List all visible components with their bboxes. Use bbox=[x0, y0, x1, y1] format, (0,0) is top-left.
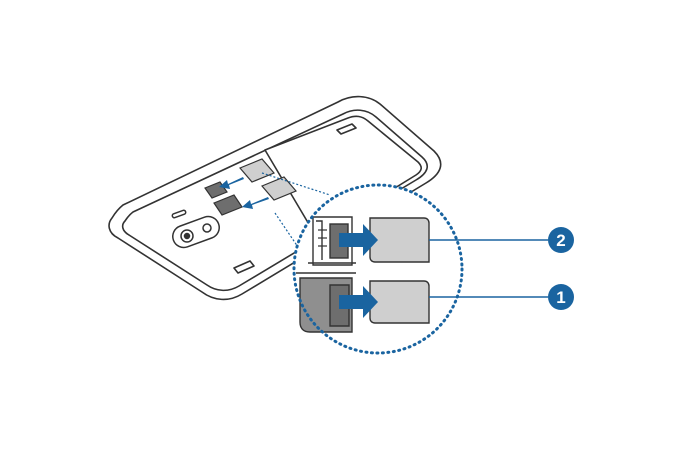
callout-2-number: 2 bbox=[556, 231, 565, 250]
upper-tray-pins bbox=[318, 229, 327, 247]
zoom-detail bbox=[292, 183, 464, 355]
sensor-slot bbox=[171, 209, 187, 219]
callout-1-number: 1 bbox=[556, 288, 565, 307]
zoom-circle-outline bbox=[292, 183, 464, 355]
camera-flash bbox=[202, 223, 212, 233]
arrow-right-icon bbox=[219, 177, 244, 189]
camera-module bbox=[171, 209, 220, 249]
callout-1: 1 bbox=[429, 284, 574, 310]
arrow-right-icon bbox=[242, 197, 269, 209]
sim-cards bbox=[369, 217, 430, 324]
arrow-right-icon bbox=[339, 224, 378, 256]
zoom-insert-arrows bbox=[339, 224, 378, 318]
callout-2: 2 bbox=[429, 227, 574, 253]
upper-tray-frame bbox=[308, 220, 356, 264]
camera-lens-inner bbox=[183, 232, 191, 240]
sim-card-2 bbox=[369, 217, 430, 263]
zoom-guide-line-bottom bbox=[274, 212, 301, 251]
small-sim-card-upper bbox=[239, 158, 275, 183]
side-button-bottom bbox=[233, 260, 255, 274]
side-button-top bbox=[336, 123, 357, 135]
small-sim-card-lower bbox=[261, 176, 297, 201]
numbered-circle-icon bbox=[548, 227, 574, 253]
phone-insert-arrows bbox=[219, 177, 269, 209]
zoom-guide-lines bbox=[261, 172, 331, 251]
sim-card-1 bbox=[369, 280, 430, 324]
arrow-right-icon bbox=[339, 286, 378, 318]
numbered-circle-icon bbox=[548, 284, 574, 310]
